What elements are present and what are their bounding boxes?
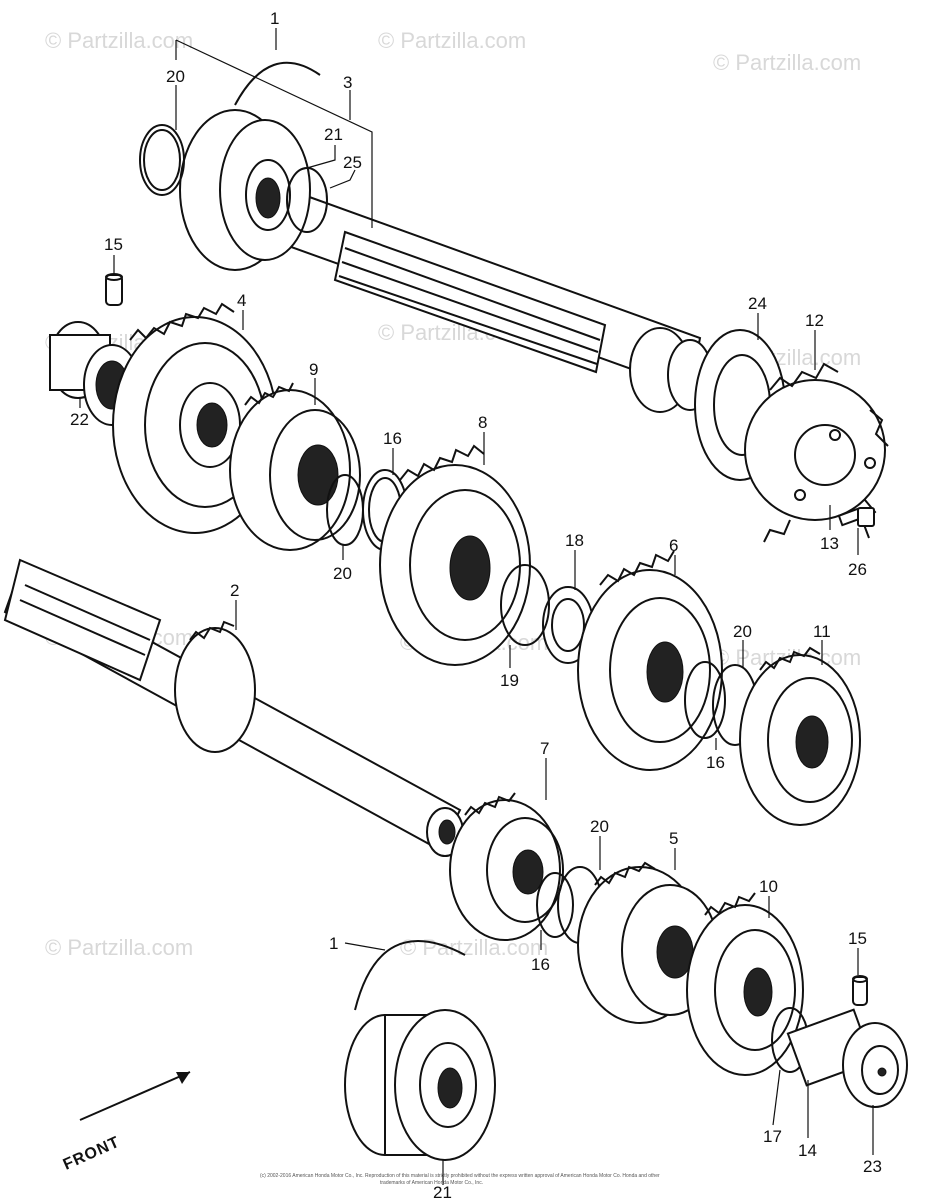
front-arrow (79, 1071, 191, 1121)
callout: 10 (759, 877, 778, 896)
set-ring (354, 940, 466, 1011)
callout-numbers: 1 20 3 21 25 15 4 9 22 24 12 16 8 20 13 … (70, 9, 882, 1200)
drive-sprocket (744, 362, 889, 543)
callout: 20 (166, 67, 185, 86)
callout: 17 (763, 1127, 782, 1146)
callout: 13 (820, 534, 839, 553)
callout: 23 (863, 1157, 882, 1176)
callout: 16 (383, 429, 402, 448)
callout: 12 (805, 311, 824, 330)
callout: 21 (324, 125, 343, 144)
callout: 20 (733, 622, 752, 641)
watermark: © Partzilla.com (400, 935, 548, 960)
gear-9 (229, 382, 361, 551)
front-label: FRONT (61, 1134, 123, 1174)
callout: 7 (540, 739, 549, 758)
callout: 3 (343, 73, 352, 92)
dowel-pin (852, 975, 868, 1006)
callout: 15 (104, 235, 123, 254)
dowel-pin (105, 273, 123, 306)
leader-lines (79, 28, 874, 1185)
callout: 19 (500, 671, 519, 690)
callout: 1 (329, 934, 338, 953)
callout: 20 (333, 564, 352, 583)
callout: 14 (798, 1141, 817, 1160)
gear-6 (577, 550, 723, 771)
watermark: © Partzilla.com (378, 28, 526, 53)
gear-11 (739, 646, 861, 826)
callout: 1 (270, 9, 279, 28)
front-direction-indicator: FRONT (61, 1071, 191, 1174)
callout: 5 (669, 829, 678, 848)
gear-10 (686, 892, 804, 1076)
mainshaft-assembly (3, 558, 464, 857)
copyright-line: trademarks of American Honda Motor Co., … (380, 1180, 483, 1186)
callout: 2 (230, 581, 239, 600)
callout: 21 (433, 1183, 452, 1200)
copyright-line: (c) 2002-2016 American Honda Motor Co., … (260, 1173, 660, 1179)
needle-bearing (49, 321, 141, 426)
callout: 18 (565, 531, 584, 550)
set-ring (234, 61, 321, 106)
lock-washer (500, 564, 550, 646)
callout: 16 (531, 955, 550, 974)
bearing (344, 1009, 496, 1161)
sprocket-bolt (837, 507, 875, 527)
watermark: © Partzilla.com (45, 935, 193, 960)
countershaft-assembly (139, 61, 889, 543)
countershaft-splines (333, 230, 607, 374)
callout: 6 (669, 536, 678, 555)
gear-5 (577, 861, 719, 1024)
circlip (536, 872, 574, 938)
callout: 16 (706, 753, 725, 772)
callout: 15 (848, 929, 867, 948)
circlip (139, 124, 185, 196)
callout: 9 (309, 360, 318, 379)
watermark: © Partzilla.com (45, 28, 193, 53)
callout: 20 (590, 817, 609, 836)
bearing-cap (842, 1022, 908, 1108)
gear-7 (449, 792, 564, 941)
circlip (684, 661, 726, 739)
watermark: © Partzilla.com (713, 50, 861, 75)
callout: 8 (478, 413, 487, 432)
callout: 25 (343, 153, 362, 172)
callout: 26 (848, 560, 867, 579)
callout: 22 (70, 410, 89, 429)
mainshaft-bushing (786, 1008, 908, 1108)
callout: 24 (748, 294, 767, 313)
callout: 11 (813, 622, 831, 641)
integral-gear (174, 627, 256, 753)
callout: 4 (237, 291, 246, 310)
